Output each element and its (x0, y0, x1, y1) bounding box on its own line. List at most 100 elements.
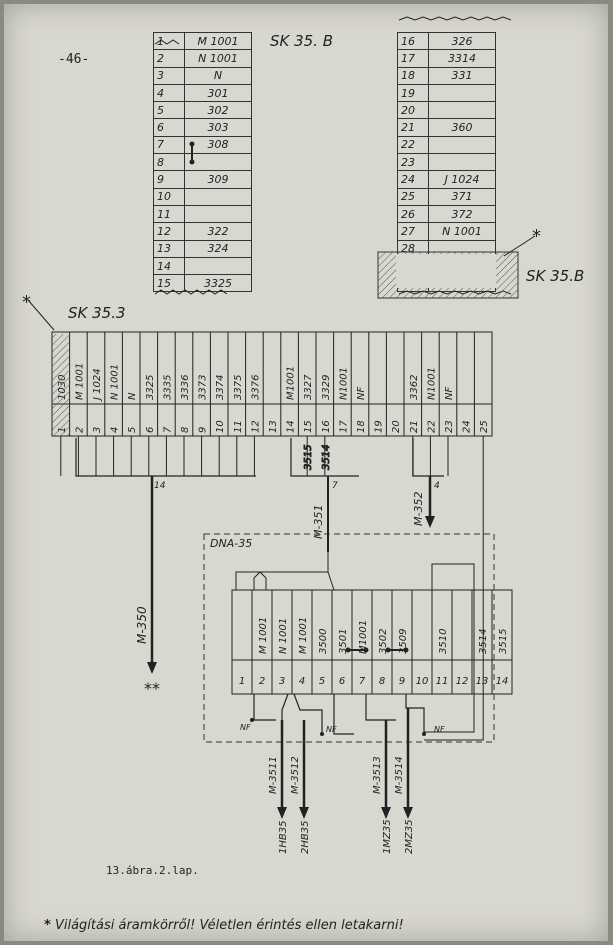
dest-2hb35: 2HB35 (300, 821, 311, 854)
dna35-return (424, 563, 475, 733)
dna35-wire-code: 3510 (438, 629, 449, 654)
sk353-terminal-number: 7 (162, 426, 173, 433)
sk353-terminal-number: 16 (321, 420, 332, 433)
dna35-wire-code: N 1001 (278, 618, 289, 654)
dna35-terminal-number: 10 (416, 676, 429, 687)
dna35-wire-code: M 1001 (258, 617, 269, 654)
arrow-m3514 (403, 807, 413, 819)
terminal-wire-code: 3314 (428, 49, 496, 68)
cable-m3513-label: M-3513 (372, 756, 383, 794)
wire (365, 694, 396, 721)
sk353-terminal-number: 19 (374, 420, 385, 433)
dna35-terminal-number: 12 (456, 676, 469, 687)
sk353-guard-hatch (52, 334, 70, 436)
cable-m352-count: 4 (434, 481, 440, 491)
sk353-terminal-number: 20 (391, 420, 402, 433)
sk353-terminal-number: 4 (110, 427, 121, 433)
sk353-terminal-number: 10 (215, 420, 226, 433)
nf-label-3: NF (434, 725, 445, 734)
sk353-terminal-number: 3 (92, 427, 103, 433)
sk353-wire-code: 3327 (303, 374, 314, 400)
table-break-mark (154, 289, 228, 295)
asterisk-leader (503, 235, 536, 257)
sk353-terminal-number: 23 (444, 420, 455, 433)
arrow-m350 (147, 662, 157, 674)
terminal-number: 22 (397, 135, 429, 155)
dna35-terminal-number: 2 (259, 676, 265, 687)
sk353-terminal-number: 6 (145, 427, 156, 433)
sk353-wire-code: 3376 (250, 375, 261, 400)
cable-m3511-label: M-3511 (268, 756, 279, 794)
sk353-terminal-number: 2 (74, 427, 85, 433)
sk353-terminal-number: 25 (479, 420, 490, 433)
dna35-wire-code: 3502 (378, 629, 389, 654)
sk353-terminal-number: 13 (268, 420, 279, 433)
dna35-jumper (253, 571, 267, 590)
sk353-terminal-number: 17 (338, 420, 349, 433)
terminal-wire-code: 326 (428, 31, 496, 51)
sk353-terminal-number: 18 (356, 420, 367, 433)
sk353-terminal-number: 5 (127, 427, 138, 433)
bus-m350 (75, 438, 256, 477)
sk353-wire-code: N1001 (426, 367, 437, 400)
sk353-wire-code: J 1024 (92, 368, 103, 402)
wire (333, 694, 354, 735)
wire (253, 694, 276, 721)
wire (405, 694, 425, 734)
sk353-terminal-number: 15 (303, 420, 314, 433)
sk353-wire-code: M1001 (286, 366, 297, 400)
sk35b-right-label: SK 35.B (526, 267, 585, 285)
dna35-label: DNA-35 (210, 537, 253, 550)
sk353-wire-code: 3336 (180, 375, 191, 400)
terminal-wire-code: 324 (184, 239, 252, 258)
page-number: -46- (58, 52, 90, 67)
dna35-terminal-number: 1 (239, 676, 245, 687)
sk353-terminal-number: 11 (233, 420, 244, 433)
dest-2mz35: 2MZ35 (404, 819, 415, 854)
sk353-wire-code: N (127, 392, 138, 400)
wire (281, 693, 289, 720)
asterisk-leader (27, 299, 55, 331)
sk353-terminal-number: 21 (409, 420, 420, 433)
sk353-terminal-number: 14 (286, 420, 297, 433)
terminal-number: 17 (397, 49, 429, 68)
terminal-row: 19 (397, 83, 496, 103)
cable-m350-count: 14 (154, 481, 166, 491)
dna35-wire-code: M1001 (358, 620, 369, 654)
footnote: * Világítási áramkörről! Véletlen érinté… (44, 918, 404, 933)
return-wire (424, 436, 484, 741)
sk353-wire-code: 3374 (215, 375, 226, 400)
terminal-wire-code: 322 (184, 222, 252, 241)
sk353-wire-code: NF (444, 387, 455, 400)
terminal-number: 26 (397, 204, 429, 224)
cable-m3514-label: M-3514 (394, 756, 405, 794)
m350-destination: ** (144, 679, 160, 698)
sk353-terminal-number: 9 (198, 427, 209, 433)
nf-label-1: NF (240, 723, 251, 732)
dna35-wire-code: 3501 (338, 629, 349, 654)
terminal-number: 21 (397, 118, 429, 137)
terminal-row: 22 (397, 135, 496, 155)
dna35-terminal-number: 13 (476, 676, 489, 687)
dna35-terminal-number: 4 (299, 676, 305, 687)
sk353-lower-label: 3515 (303, 445, 314, 470)
dest-1mz35: 1MZ35 (382, 819, 393, 854)
sk353-terminal-number: 24 (462, 420, 473, 433)
dna35-terminal-number: 6 (339, 676, 345, 687)
dna35-terminal-number: 7 (359, 676, 366, 687)
dna35-wire-code: 3500 (318, 629, 329, 654)
sk353-wire-code: N1001 (338, 367, 349, 400)
sk35b-left-label: SK 35. B (270, 32, 334, 50)
sk353-lower-label: 3514 (321, 445, 332, 470)
dna35-terminal-number: 3 (279, 676, 285, 687)
cable-m351-count: 7 (332, 481, 338, 491)
